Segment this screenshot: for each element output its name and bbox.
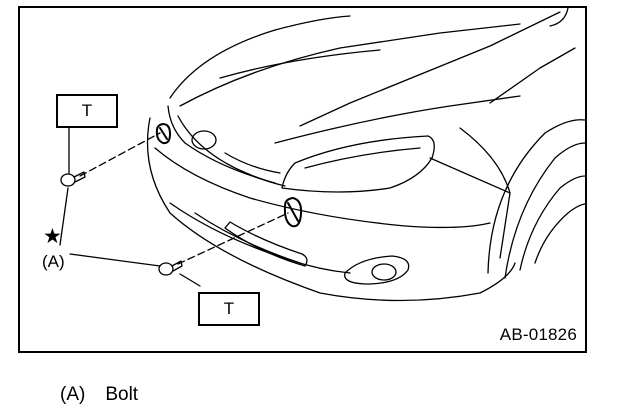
grille-lower [177,115,286,187]
leader-torque-bottom [179,273,201,287]
headlamp-inner [304,147,421,169]
lower-clip-hole [283,197,303,228]
fog-lamp-housing [344,255,410,285]
diagram-frame: T T ★ (A) AB-01826 [18,6,587,353]
upper-clip-slot [159,127,168,140]
legend: (A) Bolt [60,384,138,406]
wheel-hub [534,203,585,264]
bumper-outline [146,117,516,302]
leader-a-upper [59,187,69,246]
emblem [191,130,217,150]
windshield-edge [299,11,561,127]
upper-clip-hole [155,123,171,145]
lower-clip-slot [287,202,299,222]
roof-edge [549,8,569,27]
fender-crease [429,157,511,194]
legend-key: (A) [60,384,86,405]
fog-lamp-lens [371,263,397,281]
figure-id: AB-01826 [499,325,577,344]
torque-box-lower: T [198,292,260,326]
hood-line-2 [219,49,381,79]
car-front-illustration [59,8,585,302]
wheel-arch [487,119,585,274]
callout-part-a: (A) [42,252,65,271]
bumper-lower-line-2 [194,212,301,264]
tire-outer [504,142,585,279]
a-pillar-line [489,47,576,104]
wheel-rim [519,175,585,271]
dashline-upper [79,132,161,177]
leader-a-lower [69,253,161,267]
grille-upper [167,105,276,184]
hood-front-edge [274,95,521,144]
hood-crease [179,23,521,107]
fender-line [459,127,511,259]
torque-box-upper: T [56,94,118,128]
bolt-upper [60,171,86,187]
bolt-lower [158,260,183,276]
grille-slat [224,152,281,174]
dashline-lower [177,212,289,265]
legend-label: Bolt [105,384,139,405]
torque-label-upper: T [81,101,93,120]
bumper-crease [154,147,491,229]
bumper-lower-line [169,202,351,274]
torque-label-lower: T [223,299,235,318]
headlamp-outline [281,135,435,193]
star-icon: ★ [43,225,62,248]
hood-left-edge [169,15,351,99]
lower-intake [224,221,308,267]
